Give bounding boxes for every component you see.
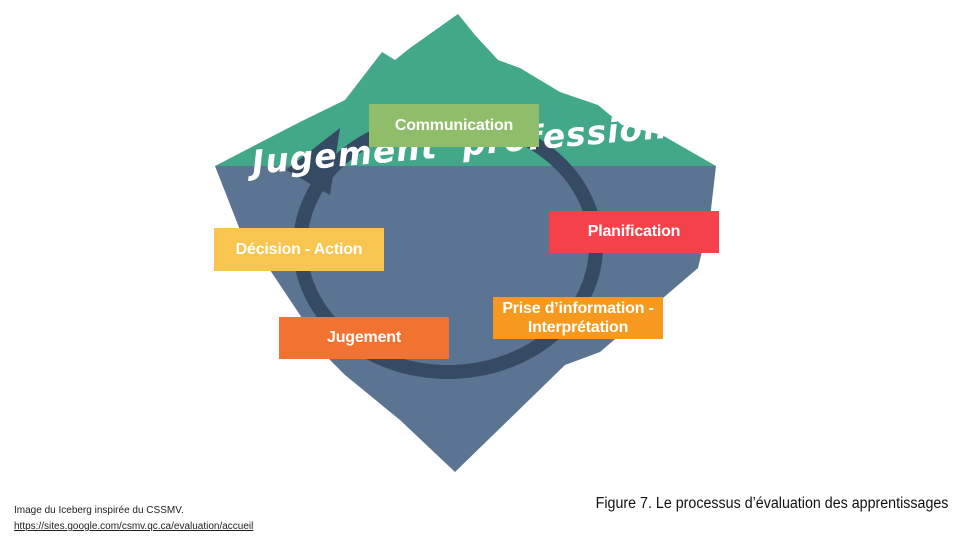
step-decision-action: Décision - Action <box>214 228 384 271</box>
step-decision-action-label: Décision - Action <box>235 240 363 258</box>
step-planification: Planification <box>549 211 719 253</box>
credit-text: Image du Iceberg inspirée du CSSMV. <box>14 505 184 516</box>
image-credit: Image du Iceberg inspirée du CSSMV. http… <box>14 503 253 535</box>
step-jugement: Jugement <box>279 317 449 359</box>
step-prise-information-label: Prise d’information - Interprétation <box>502 299 654 336</box>
credit-link[interactable]: https://sites.google.com/csmv.qc.ca/eval… <box>14 521 254 532</box>
step-jugement-label: Jugement <box>327 329 401 347</box>
step-communication-label: Communication <box>394 116 514 134</box>
step-prise-information: Prise d’information - Interprétation <box>493 297 663 339</box>
step-planification-label: Planification <box>587 223 681 241</box>
cycle-arrow-head <box>286 128 340 195</box>
figure-caption: Figure 7. Le processus d’évaluation des … <box>595 495 948 512</box>
iceberg-above-water <box>215 14 716 166</box>
step-communication: Communication <box>369 104 539 147</box>
